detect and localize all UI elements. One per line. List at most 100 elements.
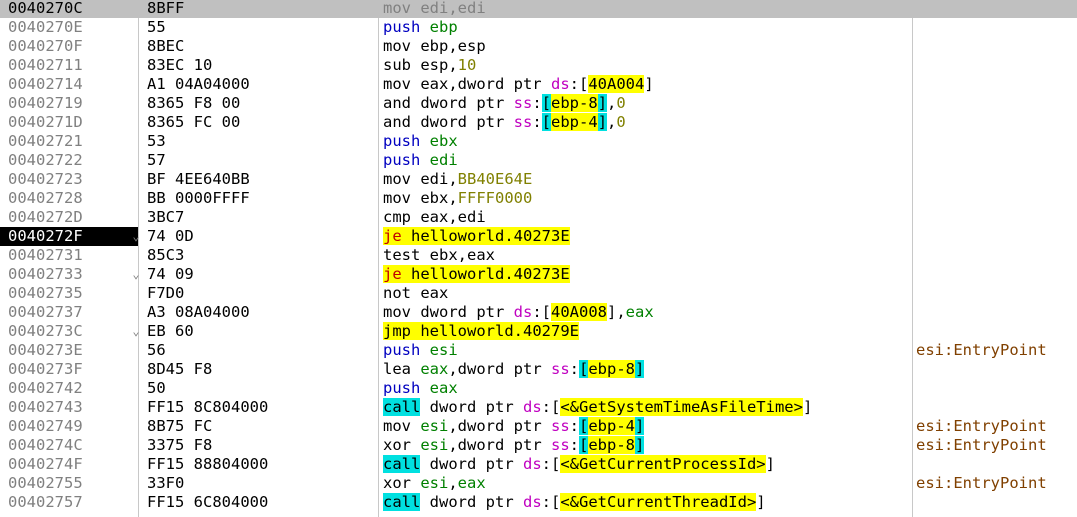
instruction-token: eax	[457, 474, 486, 492]
instruction-token: test ebx,eax	[383, 246, 495, 264]
bytes-cell: 85C3	[147, 246, 185, 264]
bytes-cell: 74 0D	[147, 227, 194, 245]
instruction-cell: push ebx	[383, 132, 458, 151]
instruction-token: push	[383, 18, 421, 36]
address-cell: 00402719	[8, 94, 83, 112]
instruction-token: eax	[420, 360, 449, 378]
address-cell: 0040273C	[8, 322, 83, 340]
instruction-token: <&GetCurrentThreadId>	[560, 493, 757, 511]
bytes-cell: 8BEC	[147, 37, 185, 55]
jump-arrow-icon: ⌄	[132, 229, 140, 243]
instruction-token: ,dword ptr	[448, 360, 551, 378]
instruction-token: call	[383, 455, 421, 473]
instruction-cell: lea eax,dword ptr ss:[ebp-8]	[383, 360, 645, 379]
instruction-token: ds	[550, 75, 570, 93]
disasm-row[interactable]: 00402743 FF15 8C804000 call dword ptr ds:[…	[0, 398, 1077, 417]
instruction-token: ds	[522, 493, 542, 511]
instruction-token: push	[383, 341, 421, 359]
instruction-cell: push ebp	[383, 18, 458, 37]
instruction-token: ds	[522, 398, 542, 416]
address-cell: 00402714	[8, 75, 83, 93]
instruction-cell: je helloworld.40273E	[383, 265, 570, 284]
instruction-token: dword ptr	[420, 398, 523, 416]
instruction-token: ss	[513, 94, 533, 112]
instruction-token: ss	[550, 417, 570, 435]
address-cell: 0040274C	[8, 436, 83, 454]
bytes-cell: 8B75 FC	[147, 417, 213, 435]
comment-cell: esi:EntryPoint	[916, 341, 1047, 359]
instruction-cell: test ebx,eax	[383, 246, 495, 265]
address-cell: 00402711	[8, 56, 83, 74]
instruction-token: FFFF0000	[457, 189, 533, 207]
instruction-token: 10	[457, 56, 477, 74]
instruction-cell: call dword ptr ds:[<&GetCurrentThreadId>…	[383, 493, 766, 512]
bytes-cell: BB 0000FFFF	[147, 189, 250, 207]
instruction-token: ]	[765, 455, 775, 473]
instruction-token: edi	[429, 151, 458, 169]
instruction-token: <&GetCurrentProcessId>	[560, 455, 766, 473]
instruction-cell: not eax	[383, 284, 448, 303]
disasm-row[interactable]: 00402731 85C3 test ebx,eax	[0, 246, 1077, 265]
instruction-cell: call dword ptr ds:[<&GetSystemTimeAsFile…	[383, 398, 812, 417]
instruction-token: ,dword ptr	[448, 417, 551, 435]
instruction-token: xor	[383, 474, 421, 492]
instruction-cell: mov esi,dword ptr ss:[ebp-4]	[383, 417, 645, 436]
column-divider	[912, 0, 913, 517]
jump-arrow-icon: ⌄	[132, 324, 140, 338]
disasm-row[interactable]: 00402749 8B75 FC mov esi,dword ptr ss:[ebp…	[0, 417, 1077, 436]
instruction-cell: mov edi,BB40E64E	[383, 170, 532, 189]
instruction-token: <&GetSystemTimeAsFileTime>	[560, 398, 803, 416]
address-cell: 00402743	[8, 398, 83, 416]
instruction-token: mov	[383, 417, 421, 435]
address-cell: 00402731	[8, 246, 83, 264]
instruction-token: mov ebp,esp	[383, 37, 486, 55]
disasm-row[interactable]: 00402711 83EC 10 sub esp,10	[0, 56, 1077, 75]
address-cell: 0040271D	[8, 113, 83, 131]
address-cell: 00402749	[8, 417, 83, 435]
instruction-token: mov dword ptr	[383, 303, 514, 321]
instruction-token: esi	[420, 474, 449, 492]
instruction-token	[401, 265, 412, 283]
instruction-token: helloworld.40279E	[420, 322, 579, 340]
instruction-token: :[	[541, 493, 561, 511]
bytes-cell: 83EC 10	[147, 56, 213, 74]
instruction-token: 40A004	[588, 75, 645, 93]
instruction-token: je	[383, 265, 402, 283]
instruction-token: helloworld.40273E	[411, 265, 570, 283]
instruction-token: ]	[597, 113, 608, 131]
instruction-token: push	[383, 379, 421, 397]
bytes-cell: FF15 8C804000	[147, 398, 269, 416]
address-cell: 0040270E	[8, 18, 83, 36]
instruction-token: :	[532, 94, 542, 112]
bytes-cell: 3BC7	[147, 208, 185, 226]
instruction-cell: sub esp,10	[383, 56, 476, 75]
instruction-token: eax	[429, 379, 458, 397]
instruction-token: ss	[513, 113, 533, 131]
instruction-token: ds	[522, 455, 542, 473]
instruction-token: mov edi,	[383, 170, 458, 188]
